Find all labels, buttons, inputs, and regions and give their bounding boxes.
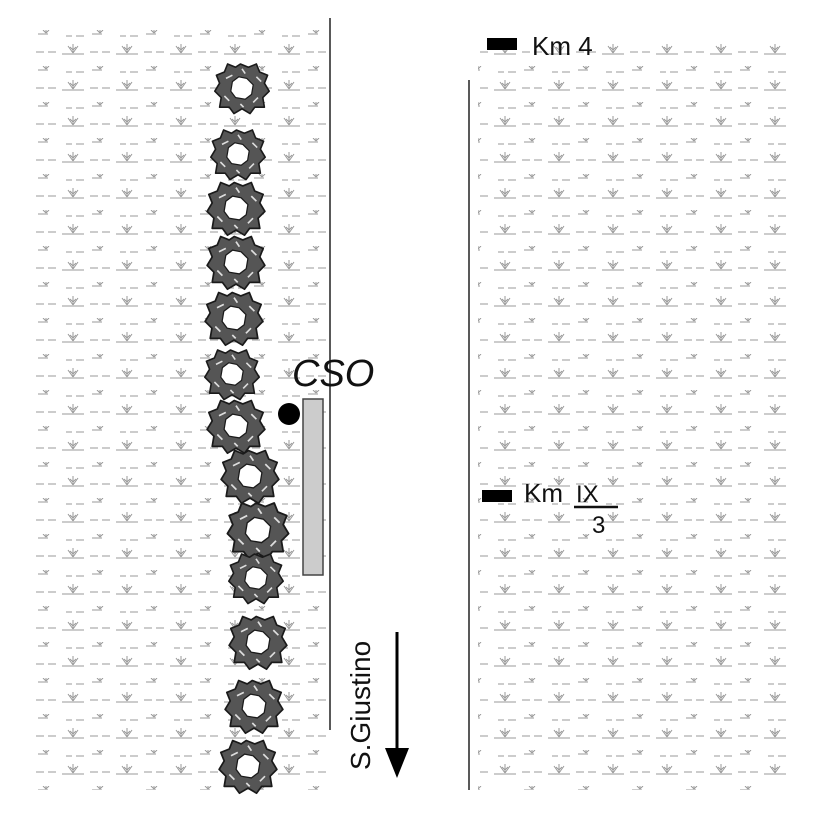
meadow-left [34, 30, 326, 790]
km-ix-prefix: Km [524, 478, 563, 508]
km-ix-denominator: 3 [592, 512, 605, 539]
cso-structure [302, 398, 324, 576]
km-marker-icon [487, 38, 517, 50]
cso-label: CSO [292, 353, 374, 395]
direction-label: S.Giustino [345, 641, 376, 770]
km-marker-icon [482, 490, 512, 502]
station-dot-icon [278, 403, 300, 425]
km-4-label: Km 4 [532, 31, 593, 61]
arrow-down-icon [385, 632, 409, 778]
meadow-right [478, 38, 790, 790]
km-ix-numerator: IX [576, 481, 599, 508]
